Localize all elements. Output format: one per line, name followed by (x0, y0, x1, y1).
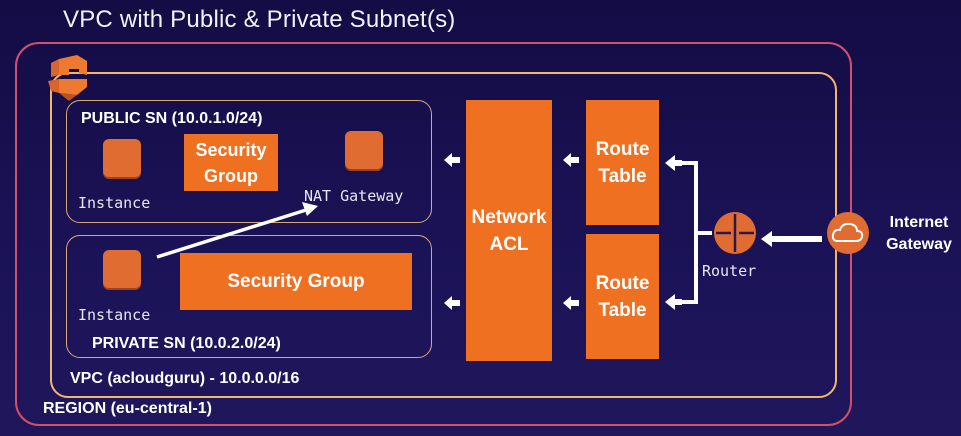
rt-line: Table (598, 299, 647, 321)
public-instance-icon[interactable] (103, 139, 141, 177)
vpc-label: VPC (acloudguru) - 10.0.0.0/16 (70, 370, 300, 387)
igw-line: Internet (889, 214, 949, 231)
nacl-line: Network (471, 206, 547, 228)
public-subnet-label: PUBLIC SN (10.0.1.0/24) (81, 110, 263, 127)
region-label: REGION (eu-central-1) (43, 400, 212, 417)
diagram-title: VPC with Public & Private Subnet(s) (63, 6, 456, 33)
public-instance-label: Instance (78, 194, 151, 212)
private-instance-label: Instance (78, 306, 151, 324)
router-label: Router (702, 262, 757, 280)
rt-line: Table (598, 165, 647, 187)
router[interactable] (714, 212, 756, 254)
private-subnet-label: PRIVATE SN (10.0.2.0/24) (92, 335, 281, 352)
igw-line: Gateway (886, 236, 952, 253)
nat-gateway-label: NAT Gateway (304, 187, 404, 205)
sg-line: Security (195, 139, 267, 160)
nacl-line: ACL (489, 233, 529, 255)
sg-line: Group (203, 165, 258, 186)
internet-gateway[interactable] (827, 212, 869, 254)
private-instance-icon[interactable] (103, 250, 141, 288)
private-security-group[interactable]: Security Group (180, 253, 412, 310)
internet-gateway-label: Internet Gateway (876, 212, 961, 256)
rt-line: Route (595, 272, 650, 294)
rt-line: Route (595, 138, 650, 160)
nat-gateway-icon[interactable] (345, 131, 383, 169)
